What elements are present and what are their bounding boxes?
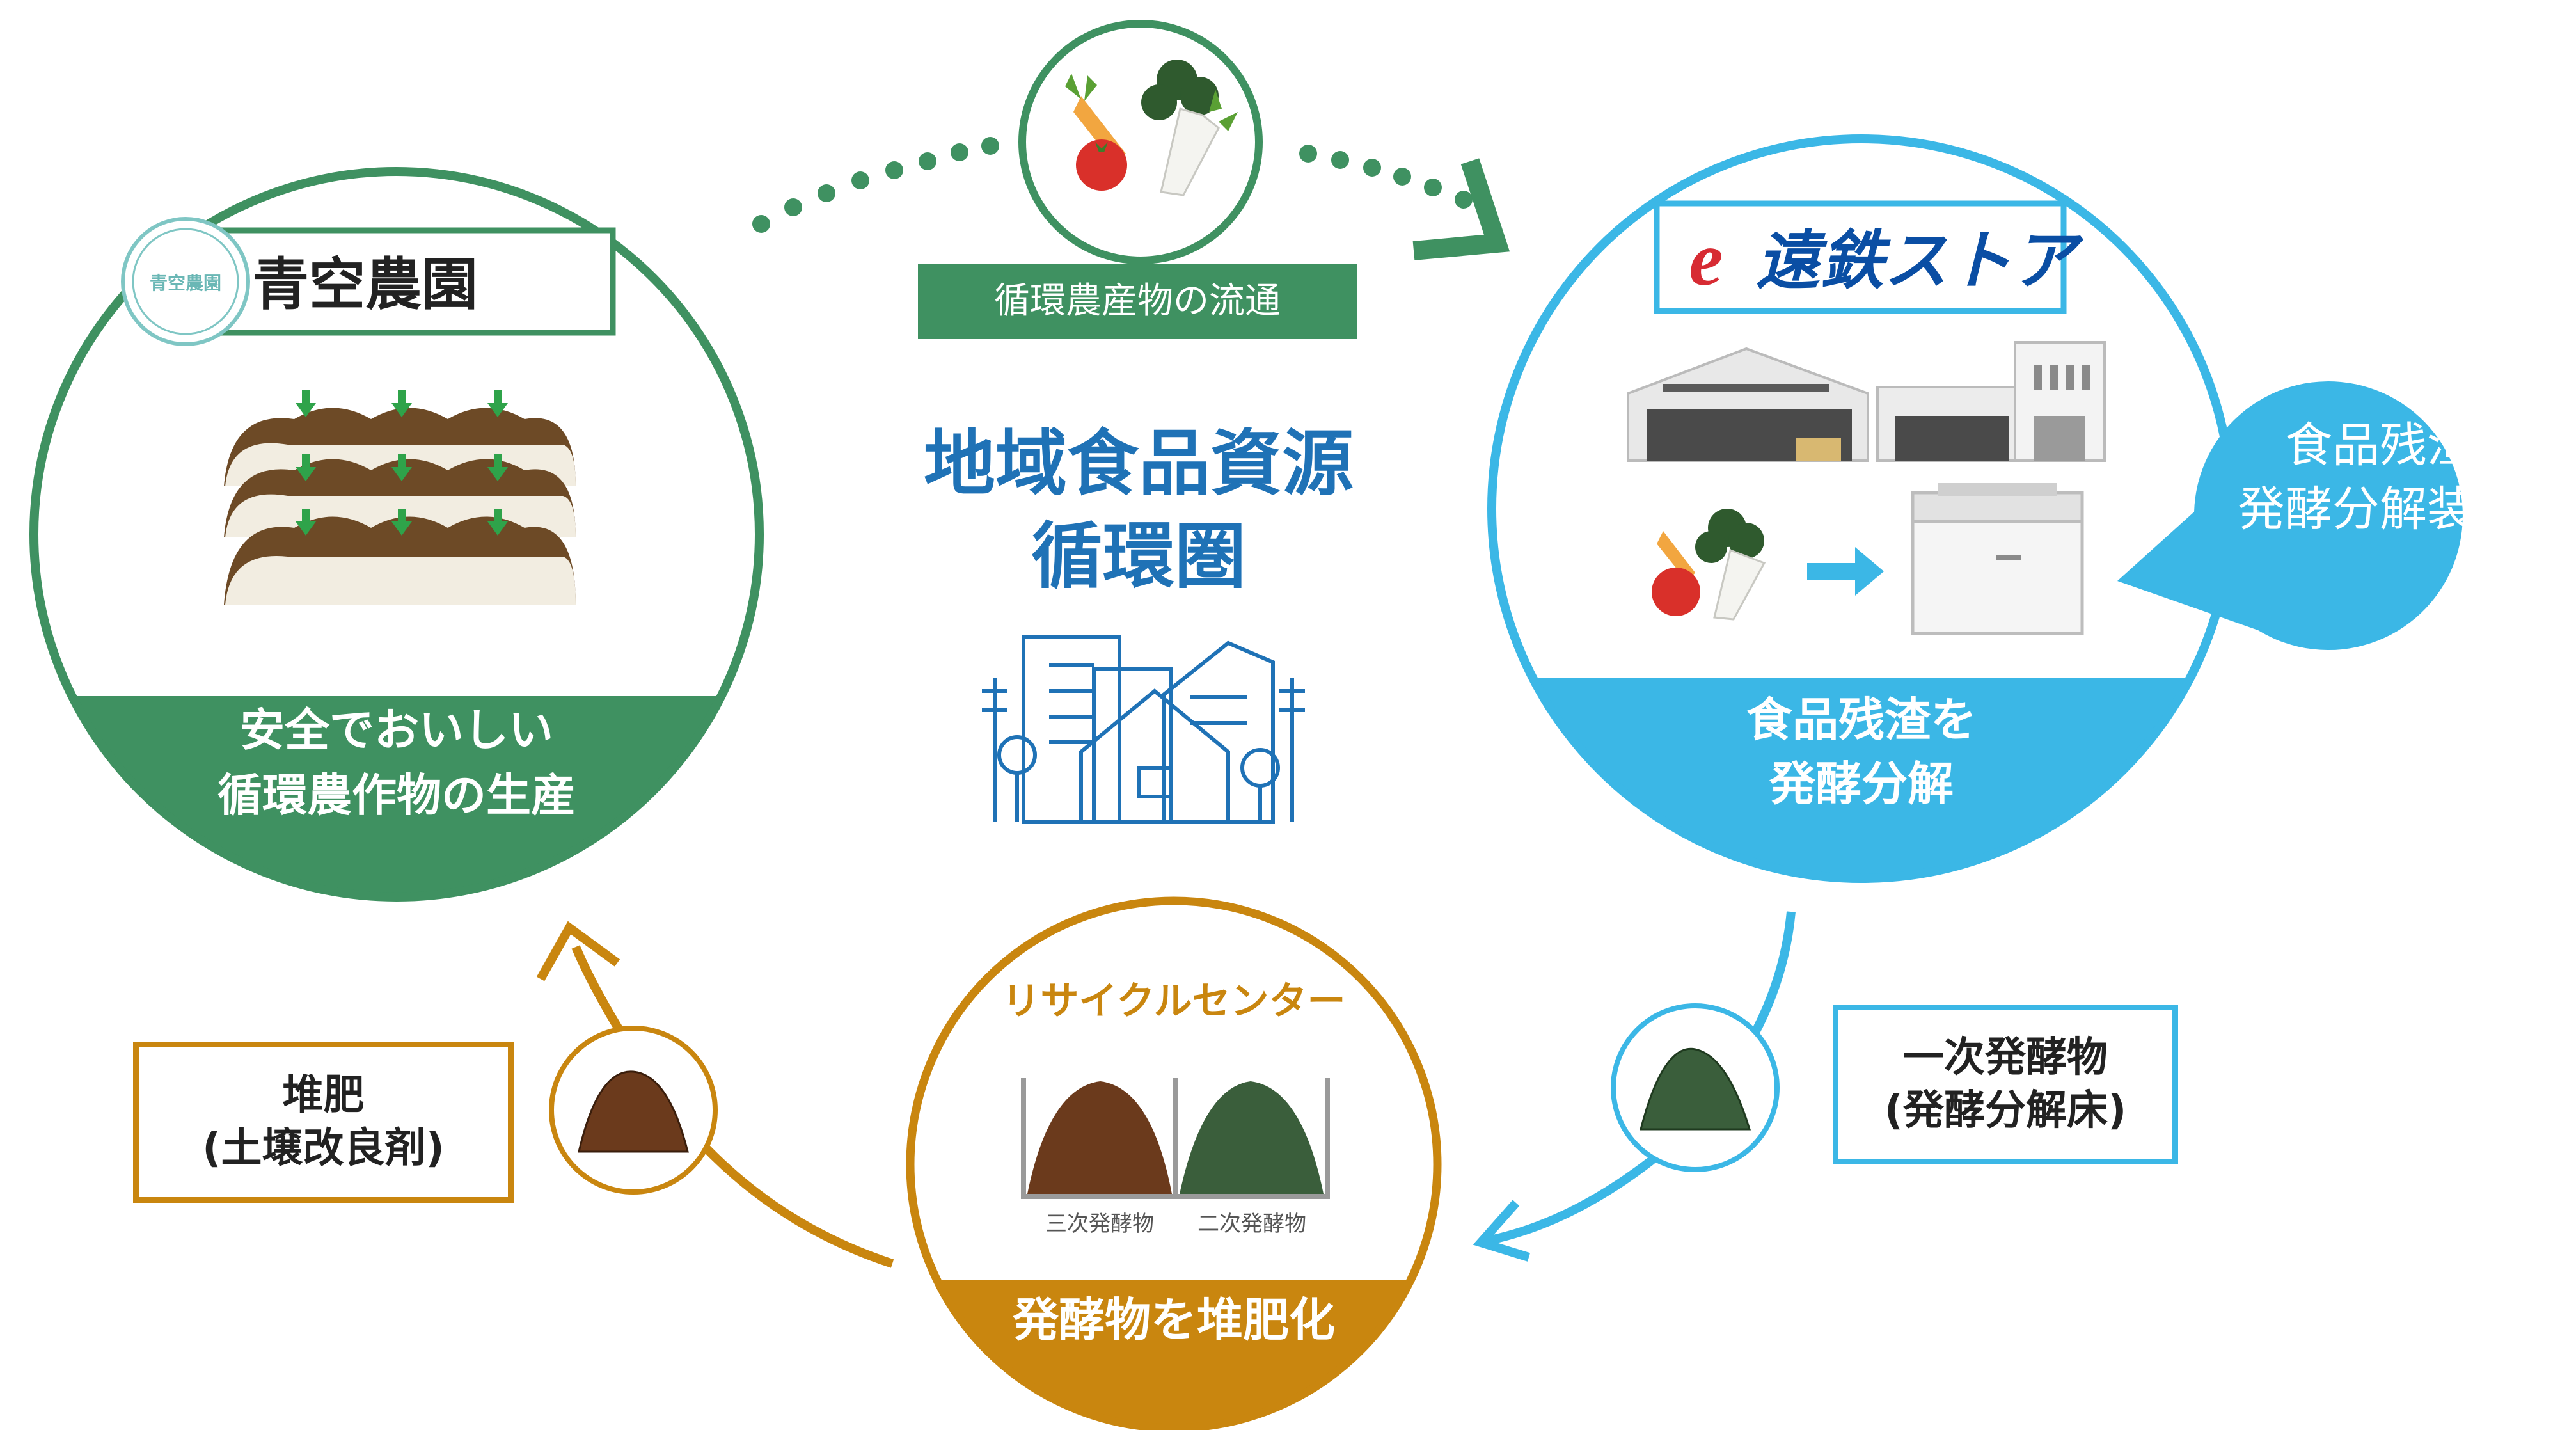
arrow-right-icon: [1807, 547, 1884, 596]
factory-icon: [1876, 341, 2106, 462]
center-title-line2: 循環圏: [1031, 515, 1246, 598]
distribution-label: 循環農産物の流通: [994, 280, 1281, 322]
produce-circle: [1018, 20, 1263, 264]
device-bubble-line2: 発酵分解装置: [2238, 482, 2522, 537]
farm-badge-icon: [121, 217, 250, 346]
pile-third-label: 三次発酵物: [1045, 1211, 1154, 1237]
recycle-caption: 発酵物を堆肥化: [1012, 1293, 1335, 1347]
field-rows-illustration: [224, 390, 576, 605]
distribution-dotted-arc: [752, 137, 1473, 233]
compost-box: 堆肥 (土壌改良剤): [133, 1042, 514, 1203]
device-speech-bubble: [2117, 381, 2463, 651]
vegetables-icon: [1065, 60, 1238, 196]
primary-line1: 一次発酵物: [1903, 1033, 2108, 1081]
compost-line1: 堆肥: [282, 1071, 365, 1119]
farm-badge-text: 青空農園: [149, 273, 221, 294]
store-logo-box: [1654, 200, 2067, 314]
distribution-arrow-head: [1412, 158, 1510, 260]
store-caption-line1: 食品残渣を: [1746, 693, 1977, 747]
farm-name: 青空農園: [253, 251, 478, 317]
center-title-line1: 地域食品資源: [924, 422, 1354, 505]
primary-line2: (発酵分解床): [1884, 1087, 2127, 1134]
compost-circle: [549, 1026, 718, 1195]
store-logo-mark: e: [1689, 216, 1723, 301]
compost-bins-illustration: [1021, 1078, 1330, 1199]
store-to-recycle-arrowhead: [1473, 1200, 1531, 1262]
device-bubble-line1: 食品残渣: [2285, 418, 2474, 473]
pile-second-label: 二次発酵物: [1197, 1211, 1306, 1237]
warehouse-icon: [1627, 347, 1869, 462]
fermentation-device-icon: [1911, 483, 2084, 635]
store-name: 遠鉄ストア: [1756, 223, 2076, 298]
food-waste-vegetables-icon: [1652, 509, 1766, 621]
farm-caption-line2: 循環農作物の生産: [217, 769, 576, 822]
store-circle: [1487, 134, 2236, 883]
primary-ferment-box: 一次発酵物 (発酵分解床): [1833, 1005, 2178, 1164]
farm-caption-line1: 安全でおいしい: [240, 704, 553, 756]
compost-line2: (土壌改良剤): [202, 1125, 445, 1172]
city-illustration: [982, 635, 1305, 824]
store-caption-line2: 発酵分解: [1769, 757, 1954, 811]
primary-ferment-circle: [1611, 1003, 1780, 1172]
recycle-to-farm-arrowhead: [536, 921, 620, 981]
distribution-label-bg: [918, 264, 1357, 339]
recycle-center-title: リサイクルセンター: [1002, 979, 1346, 1024]
